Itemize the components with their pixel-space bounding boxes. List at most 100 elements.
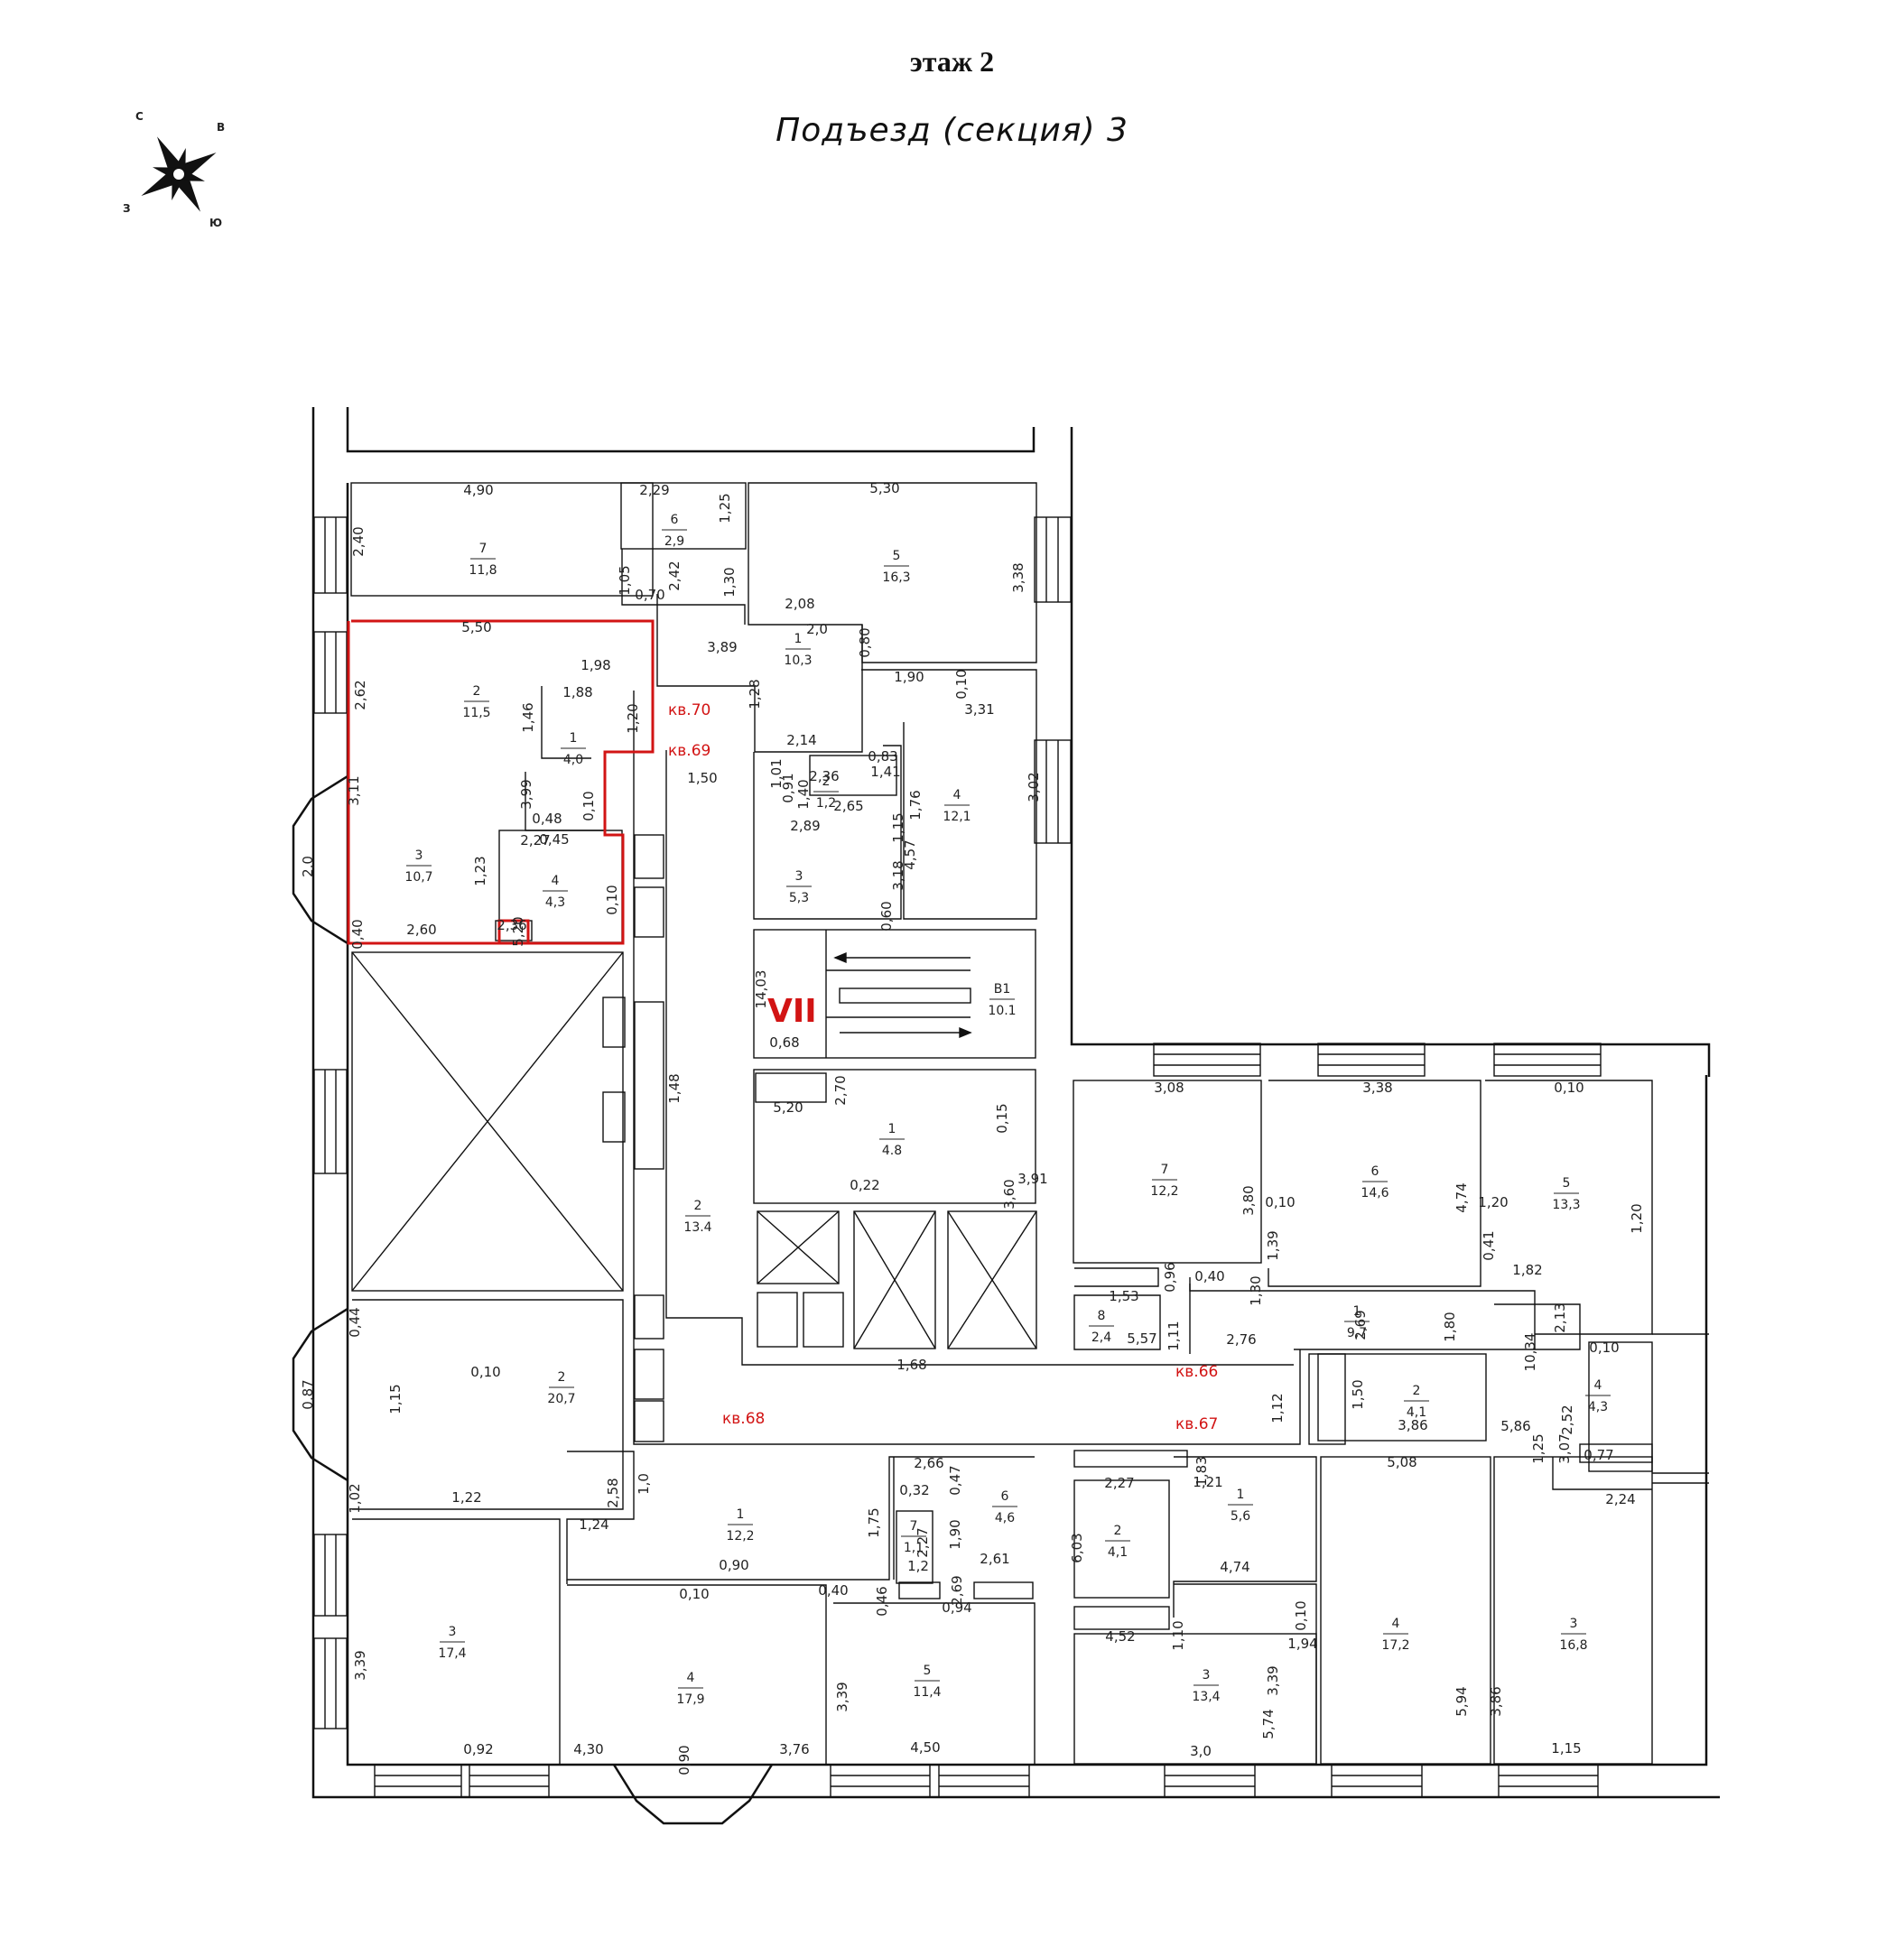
room-number: 1 — [888, 1122, 896, 1136]
dimension-label: 0,10 — [1554, 1080, 1584, 1096]
room-area: 1,2 — [816, 796, 836, 811]
dimension-label: 3,80 — [1240, 1185, 1257, 1215]
dimension-label: 0,91 — [780, 773, 796, 802]
room-number: 2 — [1413, 1384, 1421, 1398]
room-number: 3 — [415, 848, 423, 863]
room-number: 1 — [737, 1507, 745, 1522]
room-number: 2 — [558, 1370, 566, 1385]
dimension-label: 0,46 — [874, 1586, 890, 1616]
dimension-label: 3,02 — [1026, 772, 1042, 802]
dimension-label: 0,92 — [463, 1741, 493, 1757]
compass-north-letter: С — [135, 110, 144, 123]
room-number: 2 — [473, 684, 481, 699]
dimension-label: 3,38 — [1010, 562, 1026, 592]
dimension-label: 4,74 — [1220, 1559, 1249, 1575]
room-area: 12,2 — [1150, 1184, 1178, 1199]
room-number: 4 — [1594, 1378, 1602, 1393]
room-area: 4,1 — [1108, 1545, 1128, 1560]
dimension-label: 1,75 — [866, 1507, 882, 1537]
room-area: 11,5 — [462, 706, 490, 720]
dimension-label: 2,08 — [785, 596, 814, 612]
room-area: 2,4 — [1091, 1330, 1111, 1345]
dimension-label: 2,27 — [915, 1527, 931, 1557]
room-number: 4 — [552, 874, 560, 888]
room-area: 17,4 — [438, 1646, 466, 1661]
dimension-label: 2,70 — [832, 1075, 849, 1105]
dimension-label: 1,83 — [1193, 1456, 1210, 1486]
room-walls — [350, 482, 1709, 1765]
dimension-label: 1,24 — [579, 1516, 608, 1533]
room-area: 13,4 — [1192, 1690, 1220, 1704]
stair-arrows — [833, 951, 972, 1039]
dimension-label: 0,40 — [349, 919, 366, 949]
room-number: 4 — [1392, 1617, 1400, 1631]
dimension-label: 2,42 — [666, 561, 683, 590]
dimension-label: 1,30 — [721, 567, 738, 597]
dimension-label: 0,70 — [635, 587, 664, 603]
dimension-label: 0,96 — [1162, 1262, 1178, 1292]
dimension-label: 3,86 — [1398, 1417, 1427, 1433]
dimension-label: 0,87 — [300, 1379, 316, 1409]
dimension-label: 5,86 — [1500, 1418, 1530, 1434]
room-number: 3 — [1570, 1617, 1578, 1631]
dimension-label: 0,10 — [580, 791, 597, 821]
room-number: В1 — [994, 982, 1011, 997]
room-area: 2,9 — [664, 534, 684, 549]
dimension-label: 0,60 — [878, 901, 895, 931]
dimension-label: 1,12 — [1269, 1393, 1286, 1423]
dimension-label: 0,80 — [857, 627, 873, 657]
dimension-label: 4,74 — [1454, 1182, 1470, 1212]
dimension-label: 4,50 — [910, 1739, 940, 1756]
room-area: 10,3 — [784, 654, 812, 668]
dimension-label: 1,20 — [1629, 1203, 1645, 1233]
dimension-label: 5,57 — [1127, 1330, 1156, 1347]
dimension-label: 0,41 — [1481, 1230, 1497, 1260]
dimension-label: 2,89 — [790, 818, 820, 834]
dimension-label: 2,76 — [1226, 1331, 1256, 1348]
dimension-label: 5,50 — [461, 619, 491, 635]
room-area: 17,2 — [1381, 1638, 1409, 1653]
dimension-label: 1,15 — [387, 1384, 404, 1414]
dimension-label: 0,10 — [953, 669, 970, 699]
dimension-label: 1,40 — [795, 779, 812, 809]
room-area: 10.1 — [988, 1004, 1016, 1018]
room-number: 5 — [924, 1664, 932, 1678]
room-area: 4,0 — [563, 753, 583, 767]
dimension-label: 1,15 — [890, 812, 906, 842]
dimension-label: 1,94 — [1287, 1636, 1317, 1652]
dimension-label: 5,30 — [869, 480, 899, 496]
dimension-label: 5,20 — [773, 1099, 803, 1116]
dimension-label: 4,57 — [902, 839, 918, 869]
dimension-label: 0,94 — [942, 1599, 971, 1616]
dimension-label: 2,69 — [949, 1575, 965, 1605]
outer-walls — [311, 407, 1720, 1799]
dimension-label: 1,41 — [870, 764, 900, 780]
dimension-label: 14,03 — [753, 970, 769, 1009]
dimension-label: 2,40 — [350, 526, 367, 556]
dimension-label: 3,39 — [834, 1682, 850, 1711]
dimension-label: 1,88 — [562, 684, 592, 700]
dimension-label: 2,62 — [352, 680, 368, 709]
room-number: 5 — [1563, 1176, 1571, 1191]
dimension-label: 3,38 — [1362, 1080, 1392, 1096]
dimension-label: 1,68 — [896, 1357, 926, 1373]
dimension-label: 2,29 — [639, 482, 669, 498]
room-number: 1 — [794, 632, 803, 646]
dimension-label: 2,60 — [406, 922, 436, 938]
dimension-label: 10,34 — [1522, 1333, 1538, 1372]
apartment-label-67: кв.67 — [1175, 1415, 1218, 1433]
dimension-label: 0,15 — [994, 1103, 1010, 1133]
compass-rose-icon: С В Ю З — [123, 110, 225, 229]
room-area: 4,3 — [1588, 1400, 1608, 1414]
dimension-label: 1,01 — [768, 758, 785, 788]
room-number: 7 — [1161, 1163, 1169, 1177]
dimension-label: 3,60 — [1001, 1179, 1017, 1209]
dimension-label: 0,90 — [676, 1745, 692, 1775]
room-number: 2 — [1114, 1524, 1122, 1538]
dimension-label: 3,18 — [890, 860, 906, 890]
dimension-label: 2,66 — [914, 1455, 943, 1471]
dimension-label: 1,30 — [1248, 1275, 1264, 1305]
dimension-label: 4,90 — [463, 482, 493, 498]
dimension-label: 0,90 — [719, 1557, 748, 1573]
